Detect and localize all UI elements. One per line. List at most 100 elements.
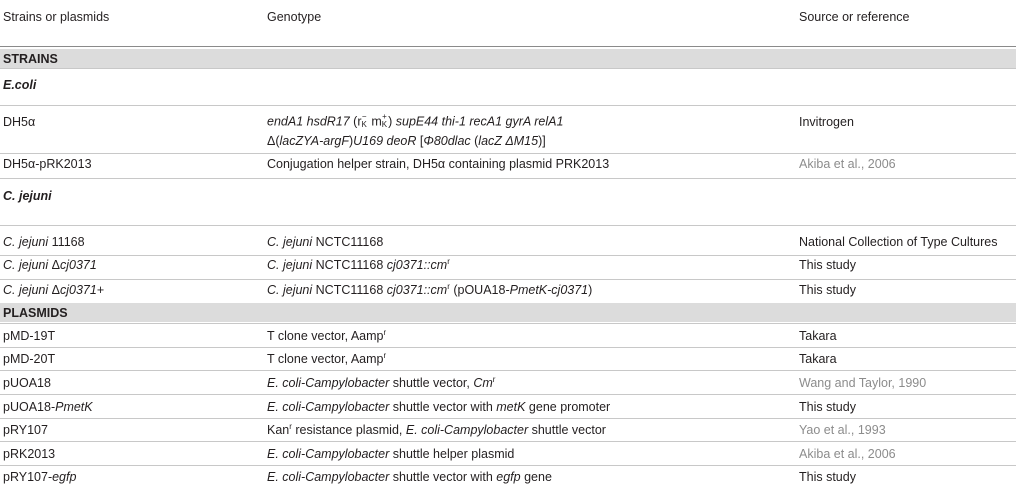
text: m xyxy=(367,114,382,129)
text: 11168 xyxy=(48,235,85,249)
rule xyxy=(0,465,1016,466)
gene-text: endA1 hsdR17 xyxy=(267,114,350,129)
reference-link[interactable]: Wang and Taylor, 1990 xyxy=(799,376,927,390)
superscript: r xyxy=(447,281,450,291)
superscript: r xyxy=(492,374,496,384)
row-name: pMD-19T xyxy=(3,329,56,343)
group-ecoli: E.coli xyxy=(0,78,1016,96)
table-row: C. jejuni 11168 C. jejuni NCTC11168 Nati… xyxy=(0,235,1016,253)
row-genotype: T clone vector, Aampr xyxy=(267,328,386,343)
gene-text: egfp xyxy=(52,470,77,484)
species-text: E. coli-Campylobacter xyxy=(267,470,390,484)
species-text: E. coli-Campylobacter xyxy=(267,376,390,390)
row-genotype: E. coli-Campylobacter shuttle vector wit… xyxy=(267,470,552,484)
row-source: This study xyxy=(799,283,856,297)
text: NCTC11168 xyxy=(312,235,384,249)
table-row: pRY107-egfp E. coli-Campylobacter shuttl… xyxy=(0,470,1016,487)
gene-text: lacZYA-argF xyxy=(279,134,349,148)
group-ecoli-label: E.coli xyxy=(3,78,37,92)
header-strains-or-plasmids: Strains or plasmids xyxy=(3,10,110,24)
row-name: DH5α xyxy=(3,115,36,129)
gene-text: lacZ ΔM15 xyxy=(478,134,539,148)
text: Kan xyxy=(267,423,290,437)
text: pRY107- xyxy=(3,470,53,484)
species-text: C. jejuni xyxy=(267,283,313,297)
r-k-minus: −K xyxy=(362,113,367,129)
gene-text: egfp xyxy=(496,470,521,484)
row-name: pRY107-egfp xyxy=(3,470,76,484)
text: NCTC11168 xyxy=(312,283,387,297)
gene-text: PmetK-cj0371 xyxy=(509,283,589,297)
text: Δ xyxy=(48,283,60,297)
rule xyxy=(0,225,1016,226)
row-genotype: E. coli-Campylobacter shuttle vector wit… xyxy=(267,400,610,414)
table-row: DH5α-pRK2013 Conjugation helper strain, … xyxy=(0,157,1016,175)
table-row: C. jejuni Δcj0371 C. jejuni NCTC11168 cj… xyxy=(0,256,1016,276)
text: gene xyxy=(520,470,552,484)
species-text: E. coli-Campylobacter xyxy=(405,423,529,437)
text: Δ xyxy=(48,258,60,272)
row-source: This study xyxy=(799,400,856,414)
rule xyxy=(0,394,1016,395)
rule xyxy=(0,68,1016,69)
text: ) xyxy=(588,283,593,297)
gene-text: cj0371 xyxy=(60,283,97,297)
text: shuttle helper plasmid xyxy=(389,447,515,461)
section-plasmids-label: PLASMIDS xyxy=(3,306,68,320)
rule xyxy=(0,255,1016,256)
rule xyxy=(0,370,1016,371)
rule xyxy=(0,279,1016,280)
table-row: pUOA18-PmetK E. coli-Campylobacter shutt… xyxy=(0,400,1016,418)
table-row: pRK2013 E. coli-Campylobacter shuttle he… xyxy=(0,447,1016,465)
table-row: pMD-20T T clone vector, Aampr Takara xyxy=(0,350,1016,370)
text: shuttle vector xyxy=(528,423,606,437)
gene-text: metK xyxy=(496,400,526,414)
text: shuttle vector with xyxy=(389,400,497,414)
text: ( xyxy=(470,134,479,148)
row-genotype: Conjugation helper strain, DH5α containi… xyxy=(267,157,610,171)
table-row: pRY107 Kanr resistance plasmid, E. coli-… xyxy=(0,421,1016,441)
table-header: Strains or plasmids Genotype Source or r… xyxy=(0,10,1016,30)
row-name: pMD-20T xyxy=(3,352,56,366)
row-genotype-line2: Δ(lacZYA-argF)U169 deoR [Φ80dlac (lacZ Δ… xyxy=(267,134,546,148)
table-row: pMD-19T T clone vector, Aampr Takara xyxy=(0,328,1016,347)
sub: K xyxy=(361,120,367,129)
text: )] xyxy=(538,134,546,148)
reference-link[interactable]: Yao et al., 1993 xyxy=(799,423,886,437)
m-k-plus: +K xyxy=(382,113,387,129)
row-source: Takara xyxy=(799,352,837,366)
gene-text: Φ80dlac xyxy=(423,134,471,148)
gene-text: Cm xyxy=(473,376,493,390)
row-name: C. jejuni Δcj0371 xyxy=(3,258,97,272)
gene-text: cj0371 xyxy=(60,258,97,272)
reference-link[interactable]: Akiba et al., 2006 xyxy=(799,447,896,461)
header-rule xyxy=(0,46,1016,47)
rule xyxy=(0,441,1016,442)
row-name: pRY107 xyxy=(3,423,48,437)
rule xyxy=(0,323,1016,324)
section-strains: STRAINS xyxy=(0,49,1016,68)
section-strains-label: STRAINS xyxy=(3,52,58,66)
row-name: C. jejuni 11168 xyxy=(3,235,85,249)
header-genotype: Genotype xyxy=(267,10,322,24)
reference-link[interactable]: Akiba et al., 2006 xyxy=(799,157,896,171)
row-genotype: Kanr resistance plasmid, E. coli-Campylo… xyxy=(267,421,606,437)
text: shuttle vector with xyxy=(389,470,497,484)
sub: K xyxy=(381,120,388,129)
group-cjejuni: C. jejuni xyxy=(0,189,1016,207)
table-row: DH5α endA1 hsdR17 (r−K m+K) supE44 thi-1… xyxy=(0,113,1016,151)
row-genotype: E. coli-Campylobacter shuttle vector, Cm… xyxy=(267,374,496,390)
superscript: r xyxy=(447,256,450,266)
row-name: C. jejuni Δcj0371+ xyxy=(3,283,104,297)
table-row: C. jejuni Δcj0371+ C. jejuni NCTC11168 c… xyxy=(0,281,1016,301)
gene-text: U169 deoR xyxy=(353,134,417,148)
text: ) xyxy=(388,114,393,129)
superscript: r xyxy=(289,421,292,431)
text: shuttle vector, xyxy=(389,376,474,390)
species-text: E. coli-Campylobacter xyxy=(267,400,390,414)
row-genotype: C. jejuni NCTC11168 cj0371::cmr (pOUA18-… xyxy=(267,281,593,297)
species-text: E. coli-Campylobacter xyxy=(267,447,390,461)
superscript: r xyxy=(383,350,387,360)
text: T clone vector, Aamp xyxy=(267,329,384,343)
